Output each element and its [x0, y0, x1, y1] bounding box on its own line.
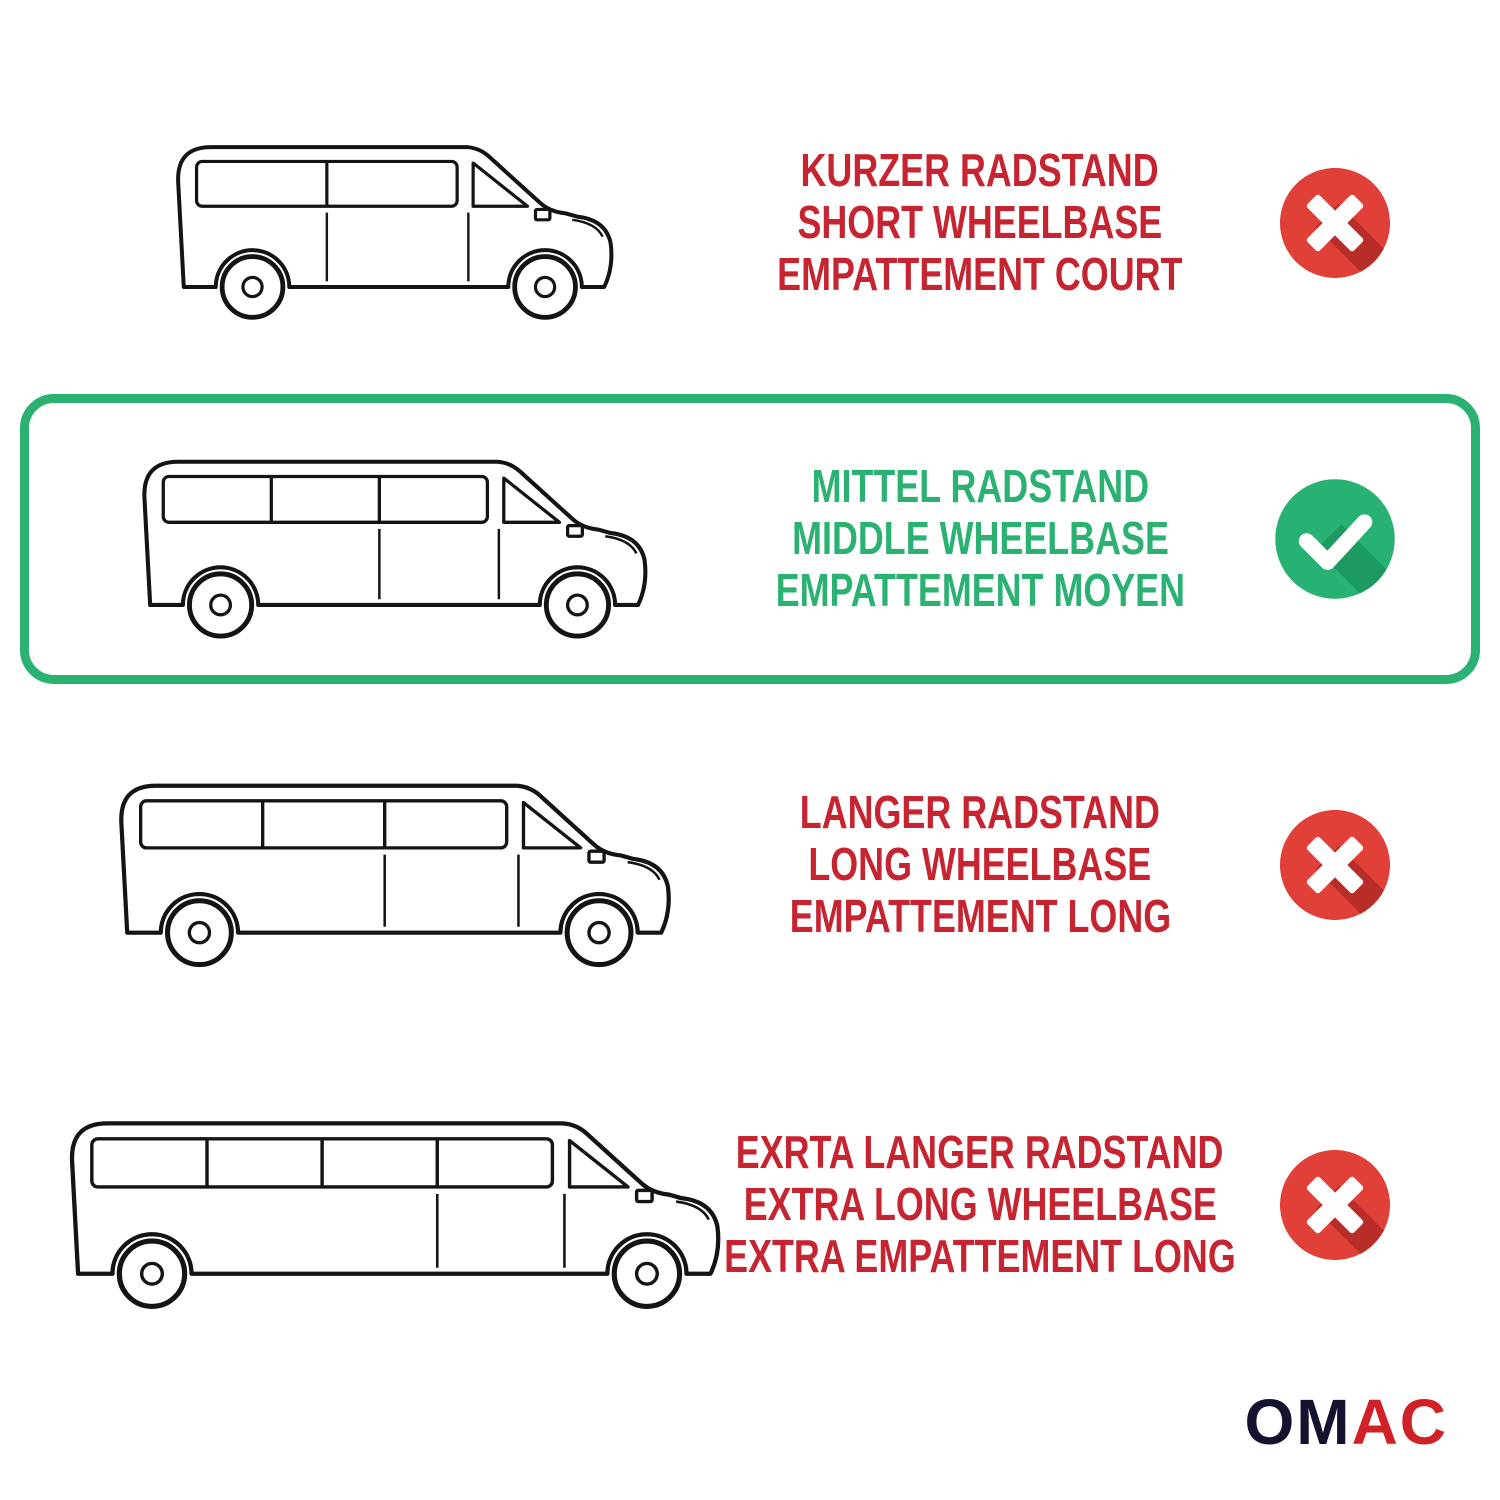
van-illustration-middle [40, 429, 740, 650]
label-line-fr: EMPATTEMENT COURT [777, 247, 1183, 300]
label-line-de: MITTEL RADSTAND [811, 460, 1149, 513]
label-line-en: SHORT WHEELBASE [797, 196, 1163, 249]
check-icon [1220, 476, 1450, 602]
option-row-long-wheelbase: LANGER RADSTAND LONG WHEELBASE EMPATTEME… [0, 720, 1500, 1010]
selected-highlight-border: MITTEL RADSTAND MIDDLE WHEELBASE EMPATTE… [20, 394, 1480, 684]
van-illustration-long [40, 752, 740, 979]
label-middle-wheelbase: MITTEL RADSTAND MIDDLE WHEELBASE EMPATTE… [740, 462, 1220, 615]
option-row-middle-wheelbase: MITTEL RADSTAND MIDDLE WHEELBASE EMPATTE… [29, 403, 1471, 675]
option-row-short-wheelbase: KURZER RADSTAND SHORT WHEELBASE EMPATTEM… [0, 78, 1500, 368]
label-line-de: LANGER RADSTAND [799, 786, 1161, 839]
label-line-fr: EXTRA EMPATTEMENT LONG [724, 1229, 1236, 1282]
brand-logo-red-part: AC [1351, 1386, 1448, 1458]
label-short-wheelbase: KURZER RADSTAND SHORT WHEELBASE EMPATTEM… [740, 146, 1220, 299]
cross-icon [1220, 165, 1450, 281]
label-line-de: EXRTA LANGER RADSTAND [736, 1126, 1224, 1179]
van-illustration-short [40, 115, 740, 331]
label-line-en: MIDDLE WHEELBASE [791, 512, 1169, 565]
cross-icon [1220, 807, 1450, 923]
label-line-en: LONG WHEELBASE [808, 838, 1152, 891]
cross-icon [1220, 1147, 1450, 1263]
label-line-en: EXTRA LONG WHEELBASE [743, 1178, 1217, 1231]
brand-logo: OMAC [1244, 1390, 1448, 1454]
label-line-de: KURZER RADSTAND [800, 144, 1160, 197]
brand-logo-dark-part: OM [1244, 1386, 1352, 1458]
label-long-wheelbase: LANGER RADSTAND LONG WHEELBASE EMPATTEME… [740, 788, 1220, 941]
van-illustration-extra-long [40, 1089, 740, 1321]
option-row-extra-long-wheelbase: EXRTA LANGER RADSTAND EXTRA LONG WHEELBA… [0, 1050, 1500, 1360]
label-line-fr: EMPATTEMENT LONG [789, 889, 1171, 942]
label-line-fr: EMPATTEMENT MOYEN [775, 563, 1185, 616]
label-extra-long-wheelbase: EXRTA LANGER RADSTAND EXTRA LONG WHEELBA… [724, 1128, 1236, 1281]
